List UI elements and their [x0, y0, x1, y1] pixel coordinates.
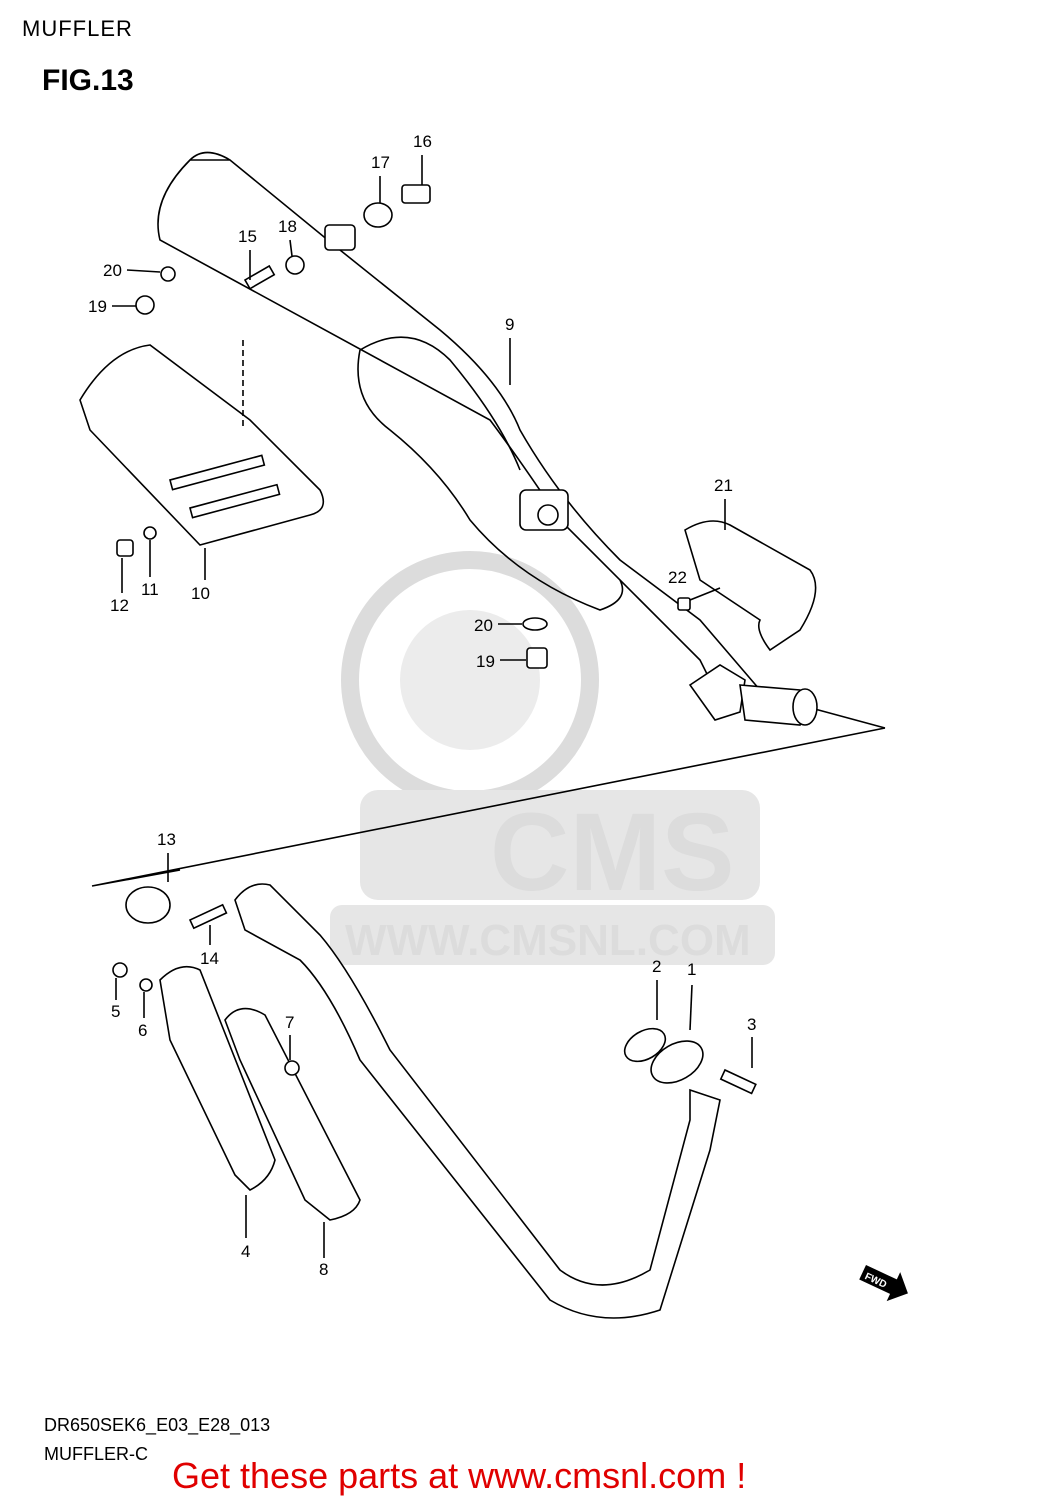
section-title: MUFFLER	[22, 16, 133, 41]
callout-14: 14	[200, 949, 219, 968]
callout-6: 6	[138, 1021, 147, 1040]
callout-2: 2	[652, 957, 661, 976]
cms-watermark-logo: CMS WWW.CMSNL.COM	[330, 551, 775, 965]
callout-20-lower: 20	[474, 616, 493, 635]
callout-9: 9	[505, 315, 514, 334]
section-divider-line	[91, 727, 886, 887]
callout-16: 16	[413, 132, 432, 151]
tail-pipe-end	[688, 664, 818, 726]
exhaust-pipe	[125, 883, 757, 1319]
callout-10: 10	[191, 584, 210, 603]
callout-5: 5	[111, 1002, 120, 1021]
exhaust-pipe-guards	[112, 962, 361, 1221]
callout-22: 22	[668, 568, 687, 587]
callout-19-upper: 19	[88, 297, 107, 316]
watermark-url: WWW.CMSNL.COM	[345, 916, 751, 965]
promo-link-text[interactable]: Get these parts at www.cmsnl.com !	[172, 1455, 747, 1496]
diagram-name: MUFFLER-C	[44, 1444, 148, 1464]
upper-fasteners	[116, 184, 691, 669]
callout-11: 11	[141, 580, 159, 599]
forward-arrow-icon: FWD	[859, 1265, 908, 1302]
watermark-brand: CMS	[490, 791, 734, 914]
callout-4: 4	[241, 1242, 250, 1261]
callout-20-upper: 20	[103, 261, 122, 280]
figure-number: FIG.13	[42, 64, 134, 97]
callout-12: 12	[110, 596, 129, 615]
callout-18: 18	[278, 217, 297, 236]
diagram-code: DR650SEK6_E03_E28_013	[44, 1415, 271, 1435]
callout-8: 8	[319, 1260, 328, 1279]
callout-1: 1	[687, 960, 696, 979]
callout-15: 15	[238, 227, 257, 246]
callout-21: 21	[714, 476, 733, 495]
muffler-heat-shield	[79, 340, 325, 546]
callout-13: 13	[157, 830, 176, 849]
callout-3: 3	[747, 1015, 756, 1034]
muffler-body	[157, 151, 762, 701]
callout-labels: 1 2 3 4 5 6 7 8 9 10 11 12 13 14 15 16 1…	[88, 132, 756, 1279]
callout-17: 17	[371, 153, 390, 172]
callout-19-lower: 19	[476, 652, 495, 671]
callout-7: 7	[285, 1013, 294, 1032]
muffler-bracket	[684, 520, 817, 652]
